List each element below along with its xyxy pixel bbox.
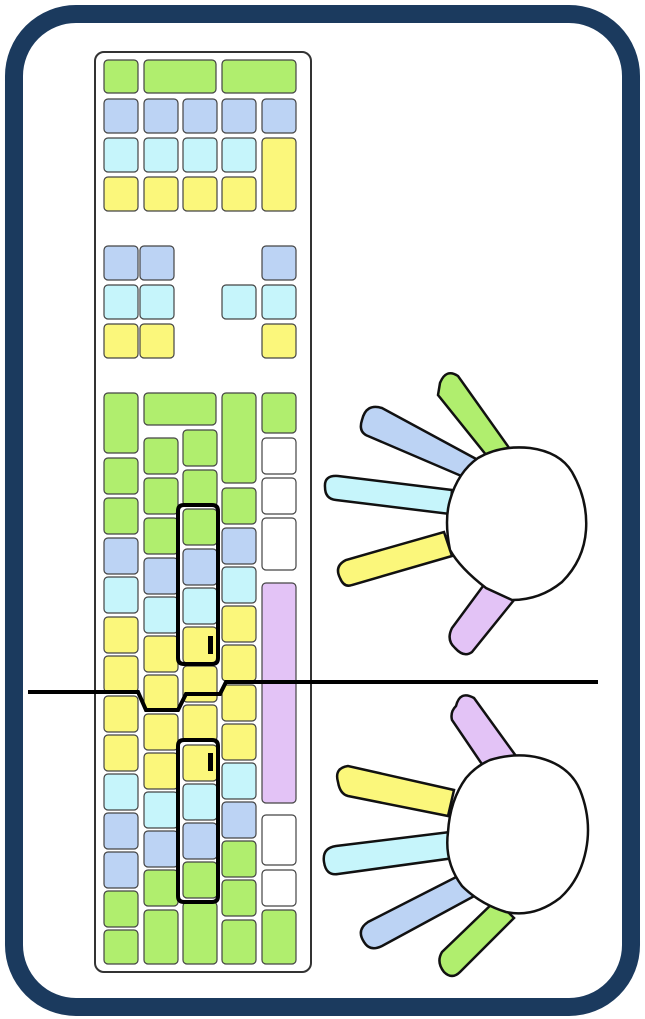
key-yellow-74	[222, 685, 256, 721]
key-green-0	[104, 60, 138, 93]
key-cyan-64	[183, 784, 217, 820]
key-green-2	[222, 60, 296, 93]
key-green-28	[104, 458, 138, 494]
key-cyan-10	[183, 138, 217, 172]
key-green-79	[222, 880, 256, 916]
key-cyan-51	[144, 792, 178, 828]
key-green-1	[144, 60, 216, 93]
key-blue-17	[104, 246, 138, 280]
key-white-86	[262, 815, 296, 865]
key-cyan-71	[222, 567, 256, 603]
key-blue-70	[222, 528, 256, 564]
key-green-39	[104, 891, 138, 927]
key-blue-4	[144, 99, 178, 133]
key-blue-30	[104, 538, 138, 574]
key-green-66	[183, 862, 217, 898]
key-yellow-33	[104, 656, 138, 692]
key-cyan-76	[222, 763, 256, 799]
key-cyan-8	[104, 138, 138, 172]
key-cyan-36	[104, 774, 138, 810]
key-white-82	[262, 438, 296, 474]
key-green-57	[183, 509, 217, 545]
key-green-44	[144, 518, 178, 554]
key-yellow-34	[104, 696, 138, 732]
key-cyan-46	[144, 597, 178, 633]
key-yellow-72	[222, 606, 256, 642]
key-cyan-9	[144, 138, 178, 172]
key-yellow-61	[183, 666, 217, 702]
palm-bottom	[447, 755, 588, 913]
key-white-83	[262, 478, 296, 514]
key-green-80	[222, 920, 256, 964]
key-blue-7	[262, 99, 296, 133]
key-yellow-12	[262, 138, 296, 211]
key-yellow-47	[144, 636, 178, 672]
key-cyan-22	[222, 285, 256, 319]
key-yellow-73	[222, 645, 256, 681]
key-green-40	[104, 930, 138, 964]
key-yellow-35	[104, 735, 138, 771]
key-blue-6	[222, 99, 256, 133]
key-yellow-32	[104, 617, 138, 653]
key-green-54	[144, 910, 178, 964]
key-blue-45	[144, 558, 178, 594]
key-green-67	[183, 902, 217, 964]
key-blue-65	[183, 823, 217, 859]
key-blue-19	[262, 246, 296, 280]
home-bump-f	[208, 636, 213, 654]
key-yellow-26	[262, 324, 296, 358]
key-yellow-25	[140, 324, 174, 358]
key-yellow-15	[183, 177, 217, 211]
key-white-84	[262, 518, 296, 570]
key-green-68	[222, 393, 256, 483]
key-yellow-13	[104, 177, 138, 211]
key-yellow-16	[222, 177, 256, 211]
key-yellow-48	[144, 675, 178, 711]
key-green-43	[144, 478, 178, 514]
key-green-56	[183, 470, 217, 506]
key-green-55	[183, 430, 217, 466]
key-green-81	[262, 393, 296, 433]
key-blue-77	[222, 802, 256, 838]
key-green-69	[222, 488, 256, 524]
key-yellow-24	[104, 324, 138, 358]
key-purple-85	[262, 583, 296, 803]
key-green-42	[144, 438, 178, 474]
key-green-53	[144, 870, 178, 906]
key-blue-52	[144, 831, 178, 867]
key-yellow-14	[144, 177, 178, 211]
key-blue-58	[183, 549, 217, 585]
keyboard-keys	[104, 60, 296, 964]
home-bump-j	[208, 753, 213, 771]
key-yellow-50	[144, 753, 178, 789]
key-green-27	[104, 393, 138, 453]
key-cyan-20	[104, 285, 138, 319]
key-green-29	[104, 498, 138, 534]
key-cyan-23	[262, 285, 296, 319]
key-green-41	[144, 393, 216, 425]
key-white-87	[262, 870, 296, 906]
key-blue-5	[183, 99, 217, 133]
key-yellow-49	[144, 714, 178, 750]
key-cyan-11	[222, 138, 256, 172]
key-blue-37	[104, 813, 138, 849]
key-cyan-21	[140, 285, 174, 319]
key-blue-38	[104, 852, 138, 888]
key-blue-18	[140, 246, 174, 280]
key-yellow-75	[222, 724, 256, 760]
key-green-88	[262, 910, 296, 964]
key-yellow-62	[183, 705, 217, 741]
key-green-78	[222, 841, 256, 877]
key-blue-3	[104, 99, 138, 133]
key-cyan-31	[104, 577, 138, 613]
key-cyan-59	[183, 588, 217, 624]
